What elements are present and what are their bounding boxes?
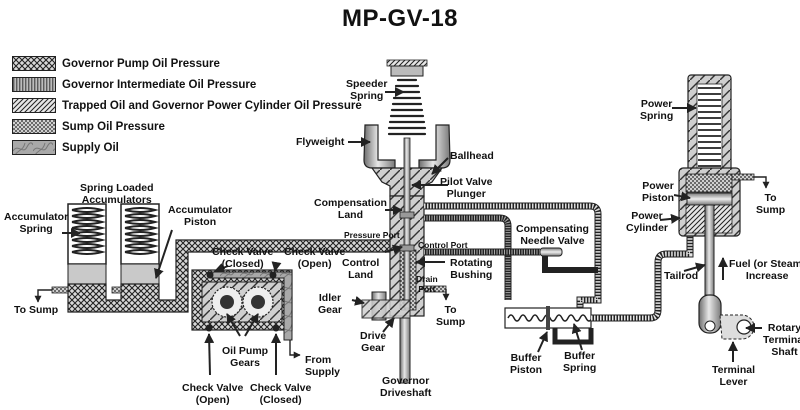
label-power-piston: Power Piston [642,180,675,204]
swirl-swatch-icon [12,140,56,155]
label-rotary-terminal-shaft: Rotary Terminal Shaft [763,322,800,358]
power-spring [698,87,721,167]
legend-item: Trapped Oil and Governor Power Cylinder … [12,95,362,116]
accumulator-spring-right [124,207,159,255]
legend-label: Governor Pump Oil Pressure [62,57,220,70]
label-ballhead: Ballhead [450,150,494,162]
legend-item: Governor Intermediate Oil Pressure [12,74,362,95]
buffer-piston [546,306,550,330]
label-idler-gear: Idler Gear [318,292,342,316]
crosshatch-swatch-icon [12,56,56,71]
legend-label: Trapped Oil and Governor Power Cylinder … [62,99,362,112]
label-power-cylinder: Power Cylinder [626,210,669,234]
flyweight-right [418,124,451,169]
legend-label: Governor Intermediate Oil Pressure [62,78,257,91]
legend-item: Sump Oil Pressure [12,116,362,137]
label-check-valve-closed-bottom: Check Valve (Closed) [250,382,312,406]
power-cylinder [678,74,741,296]
label-spring-loaded-accumulators: Spring Loaded Accumulators [80,182,154,206]
power-cylinder-line [591,236,694,322]
accumulator-piston-left [67,263,107,285]
sump-line-left-2 [111,286,122,294]
label-terminal-lever: Terminal Lever [712,364,755,388]
label-buffer-piston: Buffer Piston [510,352,543,376]
from-supply-line [289,340,301,359]
tailrod [704,204,715,296]
accumulator-pressure-channel [67,239,405,313]
power-piston [686,192,733,206]
label-compensation-land: Compensation Land [314,197,387,221]
compensating-needle-valve [539,247,598,273]
pilot-valve-plunger [403,137,411,309]
label-to-sump-right: To Sump [756,192,786,216]
label-governor-driveshaft: Governor Driveshaft [380,375,432,399]
to-sump-left-line [34,289,52,303]
flyweight-left [363,124,396,169]
label-check-valve-closed-top: Check Valve (Closed) [212,246,274,270]
legend: Governor Pump Oil Pressure Governor Inte… [12,53,362,158]
dots-swatch-icon [12,119,56,134]
accumulator-left [67,203,107,285]
callout-arrows [62,87,762,376]
legend-item: Supply Oil [12,137,362,158]
diagram-title: MP-GV-18 [341,5,459,32]
check-valve-top-right [269,271,277,279]
label-from-supply: From Supply [305,354,341,378]
label-tailrod: Tailrod [664,270,699,282]
speeder-spring [387,78,427,136]
label-flyweight: Flyweight [296,136,345,148]
label-buffer-spring: Buffer Spring [563,350,597,374]
label-control-port: Control Port [418,240,468,250]
label-compensating-needle-valve: Compensating Needle Valve [516,223,589,247]
accumulator-piston-right [120,263,160,285]
intermediate-line-upper [424,214,512,300]
label-rotating-bushing: Rotating Bushing [450,257,493,281]
sump-line-right [731,173,755,181]
legend-label: Supply Oil [62,141,119,154]
label-drain-port: Drain Port [416,274,438,294]
label-speeder-spring: Speeder Spring [346,78,388,102]
pilot-valve-column [361,137,425,384]
label-oil-pump-gears: Oil Pump Gears [222,345,269,369]
check-valve-bottom-right [272,324,280,332]
governor-driveshaft [399,317,411,384]
vertical-lines-swatch-icon [12,77,56,92]
label-control-land: Control Land [342,257,380,281]
sump-line-left-1 [51,286,69,294]
legend-label: Sump Oil Pressure [62,120,165,133]
accumulator-right [120,203,160,285]
accumulator-spring-left [71,207,106,255]
label-fuel-increase: Fuel (or Steam) Increase [729,258,800,282]
label-pressure-port: Pressure Port [344,230,400,240]
oil-pump [191,269,293,341]
label-check-valve-open-top: Check Valve (Open) [284,246,346,270]
buffer-assembly [504,306,594,345]
check-valve-top-left [206,271,214,279]
terminal-linkage [698,294,755,340]
legend-item: Governor Pump Oil Pressure [12,53,362,74]
label-pilot-valve-plunger: Pilot Valve Plunger [440,176,493,200]
label-to-sump-left: To Sump [14,304,59,316]
label-to-sump-center: To Sump [436,304,466,328]
label-drive-gear: Drive Gear [360,330,387,354]
label-accumulator-spring: Accumulator Spring [4,211,69,235]
label-accumulator-piston: Accumulator Piston [168,204,233,228]
label-check-valve-open-bottom: Check Valve (Open) [182,382,244,406]
check-valve-bottom-left [205,324,213,332]
label-power-spring: Power Spring [640,98,674,122]
to-sump-right-line [754,176,770,189]
diagonal-lines-swatch-icon [12,98,56,113]
